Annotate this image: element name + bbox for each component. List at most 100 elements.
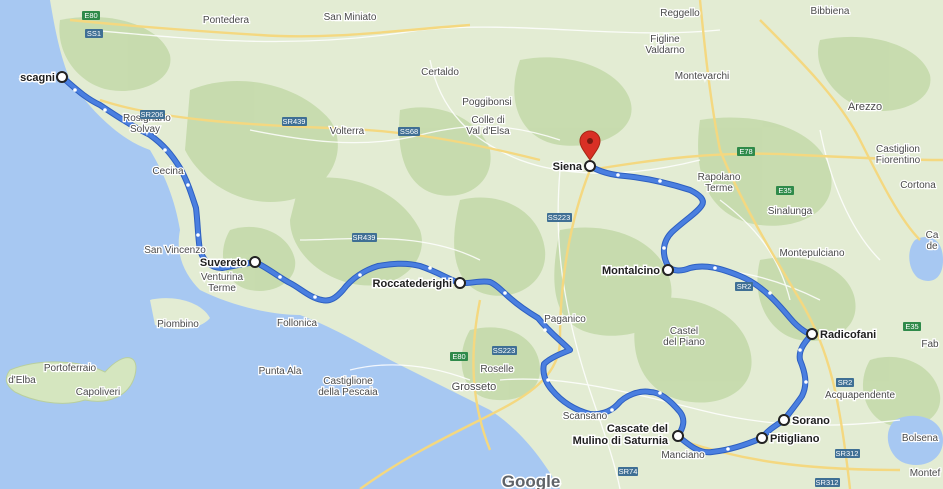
place-castiglione-pescaia: Castiglione [323,376,373,387]
stop-cascate-label: Cascate del [607,423,668,435]
stop-pitigliano[interactable]: Pitigliano [756,432,821,447]
shield-sr439-south-label: SR439 [353,233,376,242]
shield-sr312-north: SR312 [835,449,860,458]
place-pontedera: Pontedera [203,15,250,26]
stop-pitigliano-label: Pitigliano [770,433,820,445]
shield-e80-north-label: E80 [84,11,97,20]
shield-e80-south: E80 [450,352,468,361]
stop-cascate[interactable]: Cascate del Mulino di Saturnia [571,422,684,449]
shield-e80-south-label: E80 [452,352,465,361]
place-follonica: Follonica [277,318,317,329]
place-colle-2: Val d'Elsa [466,126,510,137]
stop-siena[interactable]: Siena [551,160,596,175]
place-grosseto: Grosseto [452,381,497,393]
place-castel-del-piano-2: del Piano [663,337,705,348]
shield-sr206-label: SR206 [141,110,164,119]
route-start-pin[interactable] [579,130,601,161]
place-portoferraio: Portoferraio [44,363,97,374]
stop-suvereto-label: Suvereto [200,257,247,269]
shield-e35-north: E35 [776,186,794,195]
shield-e80-north: E80 [82,11,100,20]
lake-trasimeno [909,236,943,281]
stop-sorano[interactable]: Sorano [778,414,832,429]
place-rosignano-2: Solvay [130,124,160,135]
tyrrhenian-sea [0,0,560,489]
shield-sr74-label: SR74 [619,467,638,476]
place-venturina: Venturina [201,272,244,283]
lake-bolsena [887,415,943,466]
place-rapolano-2: Terme [705,183,733,194]
place-castiglione-pescaia-2: della Pescaia [318,387,378,398]
place-elba: d'Elba [8,375,36,386]
place-venturina-2: Terme [208,283,236,294]
place-punta-ala: Punta Ala [259,366,302,377]
place-poggibonsi: Poggibonsi [462,97,511,108]
place-volterra: Volterra [330,126,365,137]
place-castiglion-fiorentino-2: Fiorentino [876,155,921,166]
stop-radicofani[interactable]: Radicofani [806,328,878,343]
place-rapolano: Rapolano [698,172,741,183]
place-colle: Colle di [471,115,504,126]
place-scansano: Scansano [563,411,608,422]
place-paganico: Paganico [544,314,586,325]
stop-castiglioncello[interactable]: scagni [19,71,68,86]
shield-ss68: SS68 [398,127,420,136]
shield-ss1: SS1 [85,29,103,38]
route-stops[interactable]: Siena Montalcino Radicofani Sorano Pitig… [19,71,878,449]
place-bolsena: Bolsena [902,433,939,444]
shield-ss223-north-label: SS223 [548,213,571,222]
place-bibbiena: Bibbiena [811,6,850,17]
stop-montalcino-label: Montalcino [602,265,660,277]
shield-sr439-south: SR439 [352,233,377,242]
shield-ss223-south-label: SS223 [493,346,516,355]
shield-sr439-north: SR439 [282,117,307,126]
shield-ss68-label: SS68 [400,127,418,136]
place-montevarchi: Montevarchi [675,71,729,82]
place-cde-2: de [926,241,938,252]
place-cortona: Cortona [900,180,936,191]
shield-e35-south-label: E35 [905,322,918,331]
stop-siena-label: Siena [553,161,583,173]
shield-sr312-north-label: SR312 [836,449,859,458]
shield-e78-label: E78 [739,147,752,156]
route-line [59,74,815,456]
place-capoliveri: Capoliveri [76,387,120,398]
stop-roccatederighi-label: Roccatederighi [373,278,452,290]
route-waypoints [73,88,808,451]
shield-sr206: SR206 [140,110,165,119]
place-acquapendente: Acquapendente [825,390,896,401]
place-arezzo: Arezzo [848,101,882,113]
shield-sr312-south-label: SR312 [816,478,839,487]
shield-e78: E78 [737,147,755,156]
pin-icon [579,130,601,161]
shield-ss223-north: SS223 [547,213,572,222]
stop-montalcino[interactable]: Montalcino [600,264,674,279]
place-fab: Fab [921,339,939,350]
shield-ss1-label: SS1 [87,29,101,38]
place-cde: Ca [926,230,939,241]
place-labels: Pontedera San Miniato Reggello Bibbiena … [7,5,942,481]
shield-e35-north-label: E35 [778,186,791,195]
place-castiglion-fiorentino: Castiglion [876,144,920,155]
piombino-promontory [150,298,210,330]
stop-castiglioncello-label: scagni [20,72,55,84]
shield-sr74: SR74 [618,467,638,476]
shield-sr2-north-label: SR2 [737,282,752,291]
road-shields: E80 SS1 SR206 SR439 SS68 E78 E35 SS223 S… [82,11,921,487]
place-montepulciano: Montepulciano [779,248,844,259]
shield-sr2-south: SR2 [836,378,854,387]
shield-e35-south: E35 [903,322,921,331]
stop-radicofani-label: Radicofani [820,329,876,341]
shield-sr2-north: SR2 [735,282,753,291]
stop-suvereto[interactable]: Suvereto [198,256,261,271]
google-logo: Google [500,471,562,489]
place-manciano: Manciano [661,450,705,461]
place-certaldo: Certaldo [421,67,459,78]
shield-sr2-south-label: SR2 [838,378,853,387]
stop-roccatederighi[interactable]: Roccatederighi [371,277,466,292]
place-castel-del-piano: Castel [670,326,698,337]
forest-areas [59,16,941,427]
place-montefiascone: Montef [910,468,941,479]
shield-sr312-south: SR312 [815,478,840,487]
